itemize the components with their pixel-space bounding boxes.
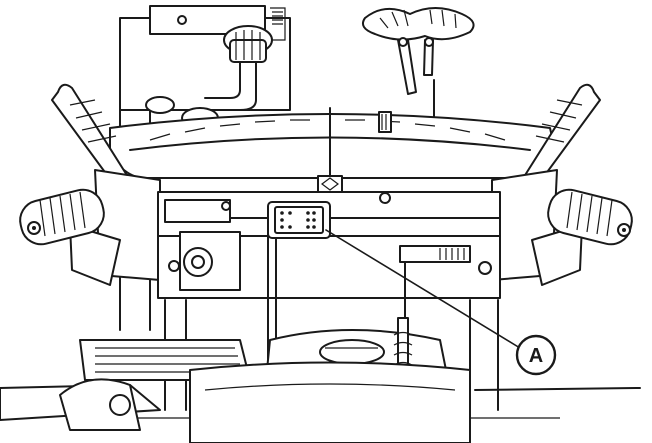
fuel-cap bbox=[204, 25, 273, 111]
left-steering-lever bbox=[19, 83, 161, 286]
callout-leader bbox=[325, 229, 521, 349]
engine-components bbox=[59, 261, 471, 443]
seat-lever bbox=[362, 7, 475, 131]
dashboard-console bbox=[109, 107, 556, 193]
callout-a: A bbox=[515, 334, 557, 376]
right-steering-lever bbox=[491, 83, 633, 286]
callout-a-label: A bbox=[529, 345, 543, 367]
indicator-module bbox=[267, 201, 331, 239]
